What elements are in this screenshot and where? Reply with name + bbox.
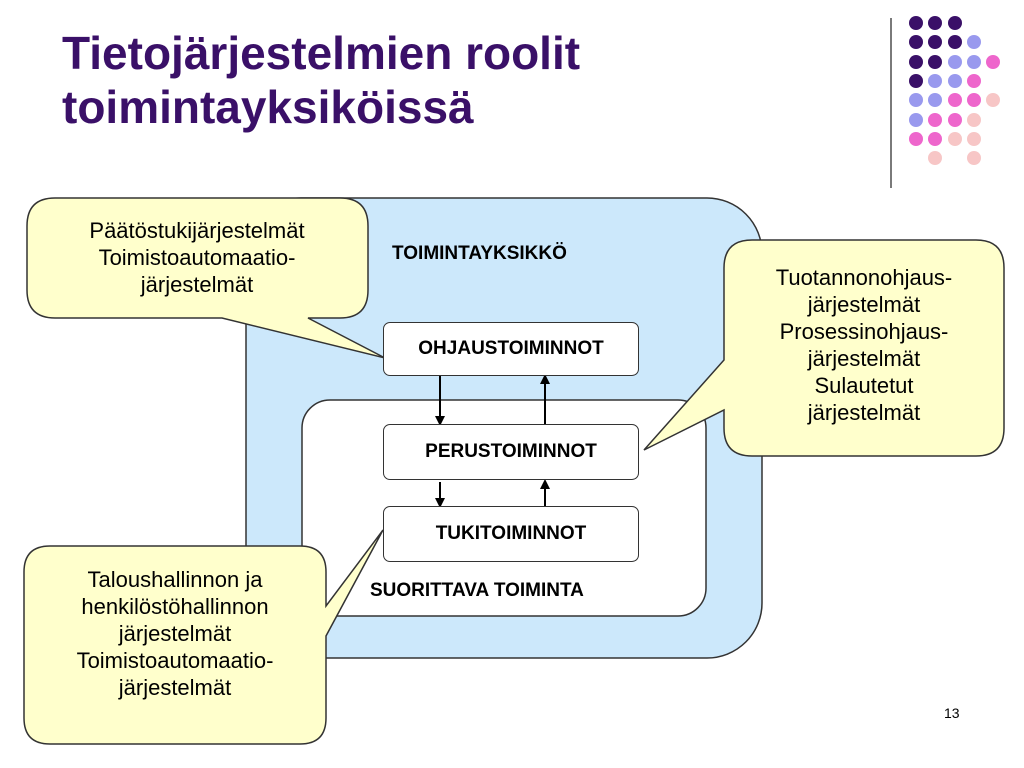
callout-line: Toimistoautomaatio-: [76, 648, 274, 673]
decorative-dot-grid: [900, 10, 1010, 170]
slide-title: Tietojärjestelmien roolit toimintayksikö…: [62, 26, 842, 134]
inner-region-label: SUORITTAVA TOIMINTA: [370, 580, 584, 601]
page-number: 13: [944, 705, 960, 721]
decorative-dot: [928, 93, 943, 108]
decorative-dot: [909, 131, 923, 146]
decorative-dot: [966, 54, 981, 69]
title-line-2: toimintayksiköissä: [62, 81, 474, 133]
decorative-dot: [909, 54, 923, 69]
callout-line: henkilöstöhallinnon: [81, 594, 269, 619]
decorative-dot: [966, 151, 981, 166]
decorative-dot: [909, 112, 923, 127]
decorative-dot: [966, 131, 981, 146]
decorative-dot: [909, 93, 923, 108]
callout-bottom-left-shape: [23, 529, 384, 745]
decorative-dot: [947, 54, 962, 69]
callout-line: Päätöstukijärjestelmät: [89, 218, 305, 243]
callout-line: järjestelmät: [140, 272, 254, 297]
callout-line: järjestelmät: [807, 346, 921, 371]
callout-line: Toimistoautomaatio-: [98, 245, 296, 270]
tukitoiminnot-label: TUKITOIMINNOT: [435, 523, 587, 544]
decorative-dot: [966, 35, 981, 50]
callout-right-shape: [643, 239, 1005, 457]
callout-line: järjestelmät: [118, 675, 232, 700]
decorative-dot: [928, 73, 943, 88]
callout-line: järjestelmät: [118, 621, 232, 646]
ohjaustoiminnot-box: OHJAUSTOIMINNOT: [383, 322, 639, 376]
decorative-dot: [909, 16, 923, 30]
decorative-dot: [909, 35, 923, 50]
decorative-dot: [928, 35, 943, 50]
callout-bottom-left-text: Taloushallinnon ja henkilöstöhallinnon j…: [26, 566, 324, 701]
callout-line: järjestelmät: [807, 400, 921, 425]
decorative-dot: [966, 112, 981, 127]
callout-line: Taloushallinnon ja: [87, 567, 263, 592]
outer-region-label: TOIMINTAYKSIKKÖ: [392, 243, 567, 264]
decorative-dot: [947, 131, 962, 146]
decorative-dot: [986, 54, 1001, 69]
callout-top-left-text: Päätöstukijärjestelmät Toimistoautomaati…: [30, 217, 364, 298]
ohjaustoiminnot-label: OHJAUSTOIMINNOT: [418, 338, 604, 359]
decorative-dot: [947, 112, 962, 127]
decorative-dot: [909, 73, 923, 88]
decorative-dot: [928, 16, 943, 30]
decorative-dot: [966, 93, 981, 108]
decorative-dot: [986, 93, 1001, 108]
decorative-divider: [890, 18, 892, 188]
callout-top-left-shape: [26, 197, 386, 359]
callout-line: Sulautetut: [814, 373, 914, 398]
callout-line: järjestelmät: [807, 292, 921, 317]
decorative-dot: [947, 93, 962, 108]
decorative-dot: [947, 35, 962, 50]
perustoiminnot-label: PERUSTOIMINNOT: [425, 441, 597, 462]
decorative-dot: [928, 54, 943, 69]
callout-line: Prosessinohjaus-: [779, 319, 949, 344]
decorative-dot: [966, 73, 981, 88]
decorative-dot: [947, 73, 962, 88]
callout-line: Tuotannonohjaus-: [775, 265, 953, 290]
tukitoiminnot-box: TUKITOIMINNOT: [383, 506, 639, 562]
title-line-1: Tietojärjestelmien roolit: [62, 27, 581, 79]
decorative-dot: [928, 131, 943, 146]
perustoiminnot-box: PERUSTOIMINNOT: [383, 424, 639, 480]
callout-right-text: Tuotannonohjaus- järjestelmät Prosessino…: [726, 264, 1002, 426]
decorative-dot: [928, 112, 943, 127]
decorative-dot: [928, 151, 943, 166]
decorative-dot: [947, 16, 962, 30]
